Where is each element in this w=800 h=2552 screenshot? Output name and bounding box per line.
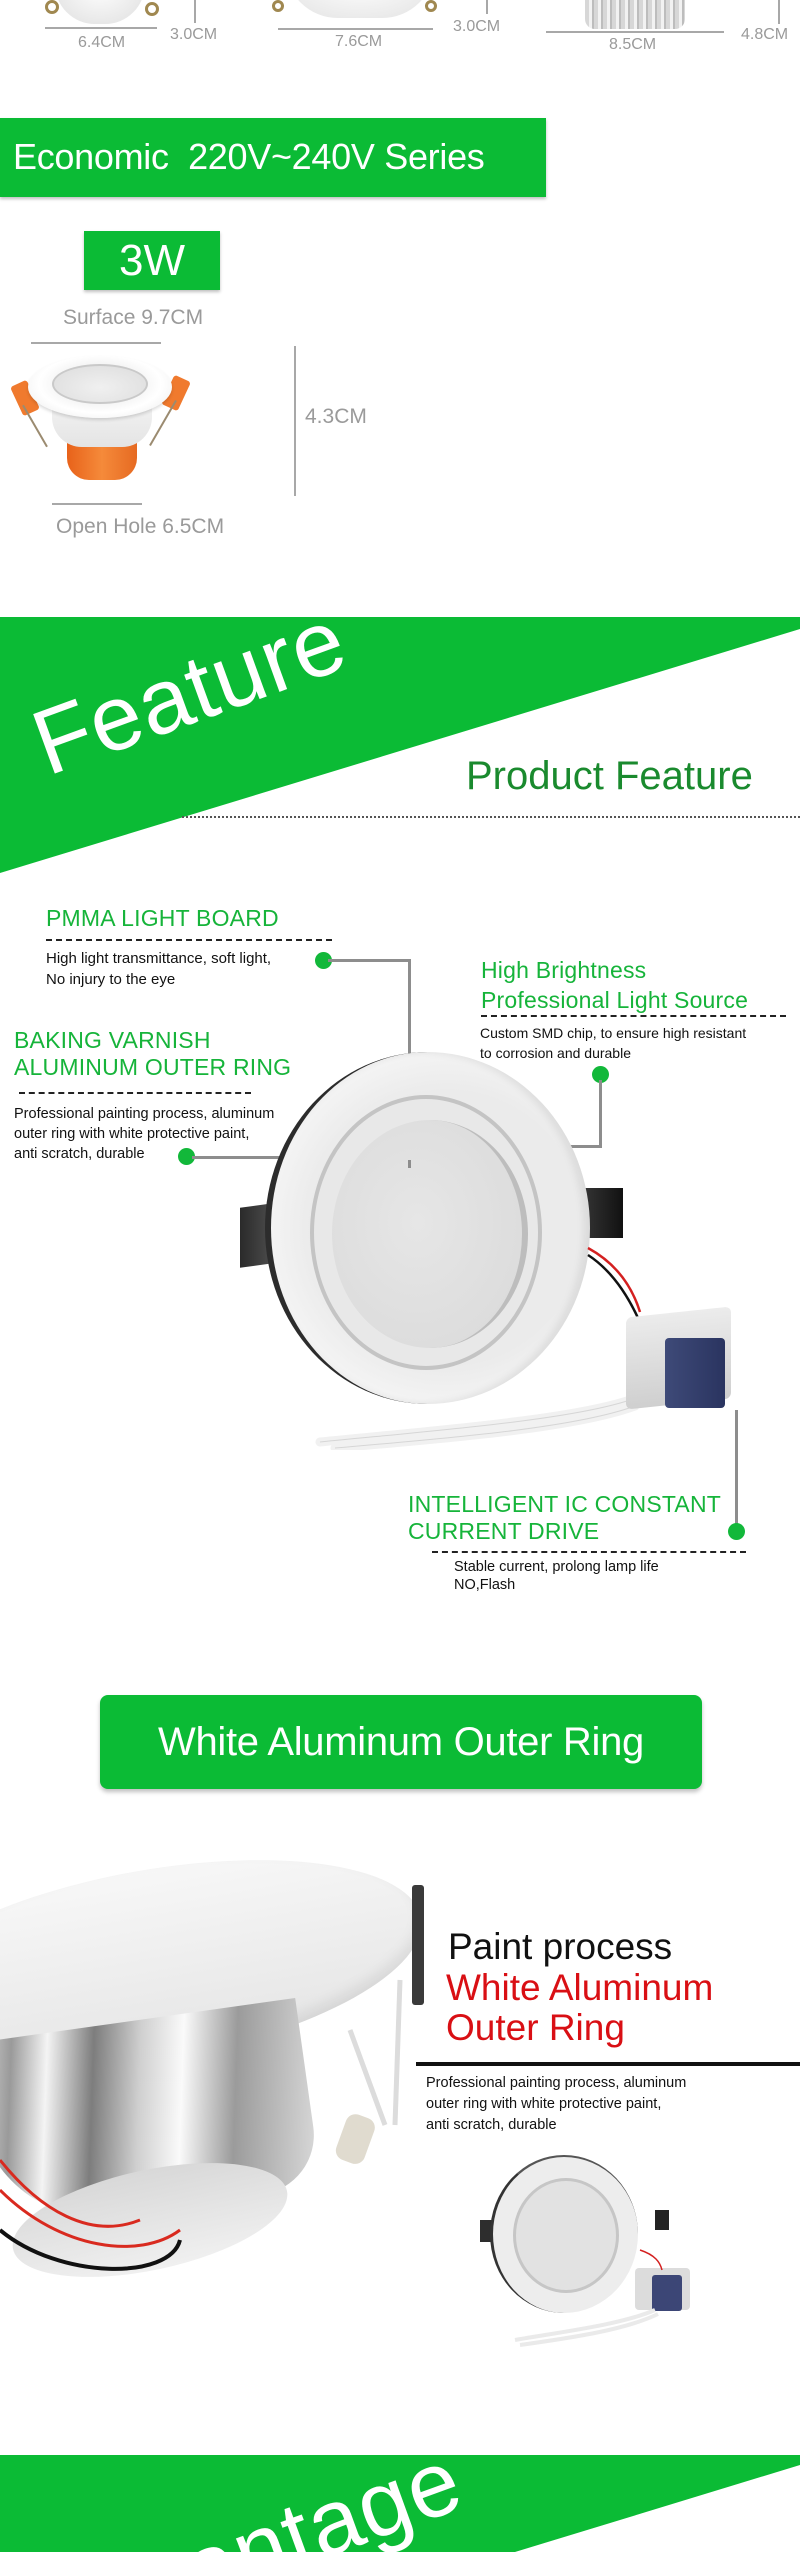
- spring-clip-icon: [272, 0, 284, 12]
- dimension-line: [194, 0, 196, 23]
- spring-tab-right: [585, 1188, 623, 1238]
- downlight-product-image: [240, 1050, 780, 1450]
- desc-line: No injury to the eye: [46, 971, 176, 988]
- callout-ic-leader: [735, 1410, 738, 1525]
- callout-pmma-title: PMMA LIGHT BOARD: [46, 905, 279, 931]
- spring-tab-dark: [412, 1885, 424, 2005]
- callout-varnish-dot: [178, 1148, 195, 1165]
- height-dimension-line: [294, 346, 296, 496]
- surface-dimension-line: [31, 342, 161, 344]
- callout-pmma-leader: [328, 959, 410, 962]
- outer-ring-banner-label: White Aluminum Outer Ring: [157, 1720, 645, 1764]
- driver-box-cap: [665, 1338, 725, 1408]
- callout-pmma-dot: [315, 952, 332, 969]
- dimension-width-3: 8.5CM: [609, 36, 657, 53]
- spring-clip-icon: [145, 2, 159, 16]
- callout-brightness-dot: [592, 1066, 609, 1083]
- dimension-line: [486, 0, 488, 14]
- wattage-label: 3W: [119, 236, 185, 285]
- desc-line: Professional painting process, aluminum: [14, 1106, 275, 1122]
- downlight-thumbnail-image: [480, 2150, 720, 2350]
- callout-ic-desc: Stable current, prolong lamp life NO,Fla…: [454, 1558, 659, 1594]
- product-image-1: [55, 0, 145, 24]
- desc-line: anti scratch, durable: [14, 1146, 145, 1162]
- advantage-green-banner: [0, 2455, 800, 2552]
- dotted-divider: [182, 816, 800, 818]
- heading-underline: [416, 2062, 800, 2066]
- desc-line: Custom SMD chip, to ensure high resistan…: [480, 1025, 747, 1041]
- red-black-wires: [0, 1979, 403, 2271]
- open-hole-dimension-line: [52, 503, 142, 505]
- dimension-line: [778, 0, 780, 24]
- diffuser-panel: [332, 1120, 528, 1348]
- callout-brightness: High Brightness Professional Light Sourc…: [481, 955, 748, 1015]
- product-image-2: [285, 0, 435, 18]
- product-feature-subtitle: Product Feature: [466, 754, 753, 798]
- desc-line: Professional painting process, aluminum: [426, 2075, 687, 2091]
- white-aluminum-outer-ring-banner: White Aluminum Outer Ring: [100, 1695, 702, 1789]
- paint-process-desc: Professional painting process, aluminum …: [426, 2073, 686, 2136]
- thumb-wires: [514, 2249, 663, 2347]
- desc-line: outer ring with white protective paint,: [426, 2096, 662, 2112]
- callout-brightness-divider: [481, 1015, 786, 1017]
- tab-right: [655, 2210, 669, 2230]
- product-image-3w-lamp: [10, 352, 191, 487]
- dimension-width-1: 6.4CM: [78, 34, 126, 51]
- callout-pmma: PMMA LIGHT BOARD: [46, 905, 346, 932]
- driver-cap: [652, 2275, 682, 2311]
- callout-varnish-title: ALUMINUM OUTER RING: [14, 1054, 292, 1080]
- callout-brightness-title: Professional Light Source: [481, 987, 749, 1013]
- paint-process-heading: Paint process: [448, 1926, 673, 1967]
- height-dimension: 4.3CM: [305, 405, 367, 428]
- callout-varnish-desc: Professional painting process, aluminum …: [14, 1104, 274, 1164]
- red-heading-line: Outer Ring: [446, 2007, 625, 2048]
- product-image-3-heatsink: [585, 0, 685, 29]
- economic-series-banner: Economic 220V~240V Series: [0, 118, 546, 197]
- side-view-lamp-image: [0, 1860, 440, 2290]
- callout-pmma-leader-end: [408, 1160, 411, 1168]
- dimension-height-3: 4.8CM: [741, 26, 789, 43]
- callout-brightness-title: High Brightness: [481, 957, 647, 983]
- callout-pmma-divider: [46, 939, 332, 941]
- feature-green-banner: [0, 617, 800, 873]
- white-aluminum-outer-ring-heading: White Aluminum Outer Ring: [446, 1968, 713, 2048]
- desc-line: to corrosion and durable: [480, 1045, 631, 1061]
- desc-line: outer ring with white protective paint,: [14, 1126, 250, 1142]
- callout-ic-dot: [728, 1523, 745, 1540]
- economic-series-title: Economic 220V~240V Series: [13, 136, 485, 177]
- top-dimensions: 6.4CM 3.0CM 7.6CM 3.0CM 8.5CM 4.8CM: [0, 0, 800, 60]
- callout-varnish-title: BAKING VARNISH: [14, 1027, 211, 1053]
- dimension-line: [546, 31, 724, 33]
- lead-wires: [315, 1246, 642, 1450]
- dimension-height-2: 3.0CM: [453, 18, 501, 35]
- callout-pmma-desc: High light transmittance, soft light, No…: [46, 948, 271, 990]
- dimension-width-2: 7.6CM: [335, 33, 383, 50]
- spring-wire: [22, 404, 48, 448]
- dimension-line: [278, 28, 433, 30]
- callout-ic-divider: [432, 1551, 746, 1553]
- surface-dimension: Surface 9.7CM: [63, 306, 204, 329]
- spring-clip-icon: [45, 0, 59, 14]
- red-heading-line: White Aluminum: [446, 1967, 714, 2008]
- callout-varnish-leader: [192, 1156, 324, 1159]
- diffuser: [513, 2178, 619, 2293]
- dimension-height-1: 3.0CM: [170, 26, 218, 43]
- open-hole-dimension: Open Hole 6.5CM: [56, 515, 225, 538]
- callout-brightness-desc: Custom SMD chip, to ensure high resistan…: [480, 1023, 746, 1063]
- desc-line: High light transmittance, soft light,: [46, 950, 272, 967]
- callout-ic: INTELLIGENT IC CONSTANT CURRENT DRIVE: [408, 1491, 721, 1545]
- spring-clip-icon: [425, 0, 437, 12]
- callout-ic-title: CURRENT DRIVE: [408, 1518, 600, 1544]
- callout-varnish-divider: [19, 1092, 251, 1094]
- inner-reflector: [52, 364, 148, 404]
- callout-brightness-leader: [599, 1080, 602, 1148]
- desc-line: Stable current, prolong lamp life: [454, 1559, 659, 1575]
- callout-varnish: BAKING VARNISH ALUMINUM OUTER RING: [14, 1027, 291, 1081]
- wattage-badge: 3W: [84, 231, 220, 290]
- desc-line: NO,Flash: [454, 1577, 516, 1593]
- dimension-line: [45, 27, 157, 29]
- callout-ic-title: INTELLIGENT IC CONSTANT: [408, 1491, 722, 1517]
- desc-line: anti scratch, durable: [426, 2117, 557, 2133]
